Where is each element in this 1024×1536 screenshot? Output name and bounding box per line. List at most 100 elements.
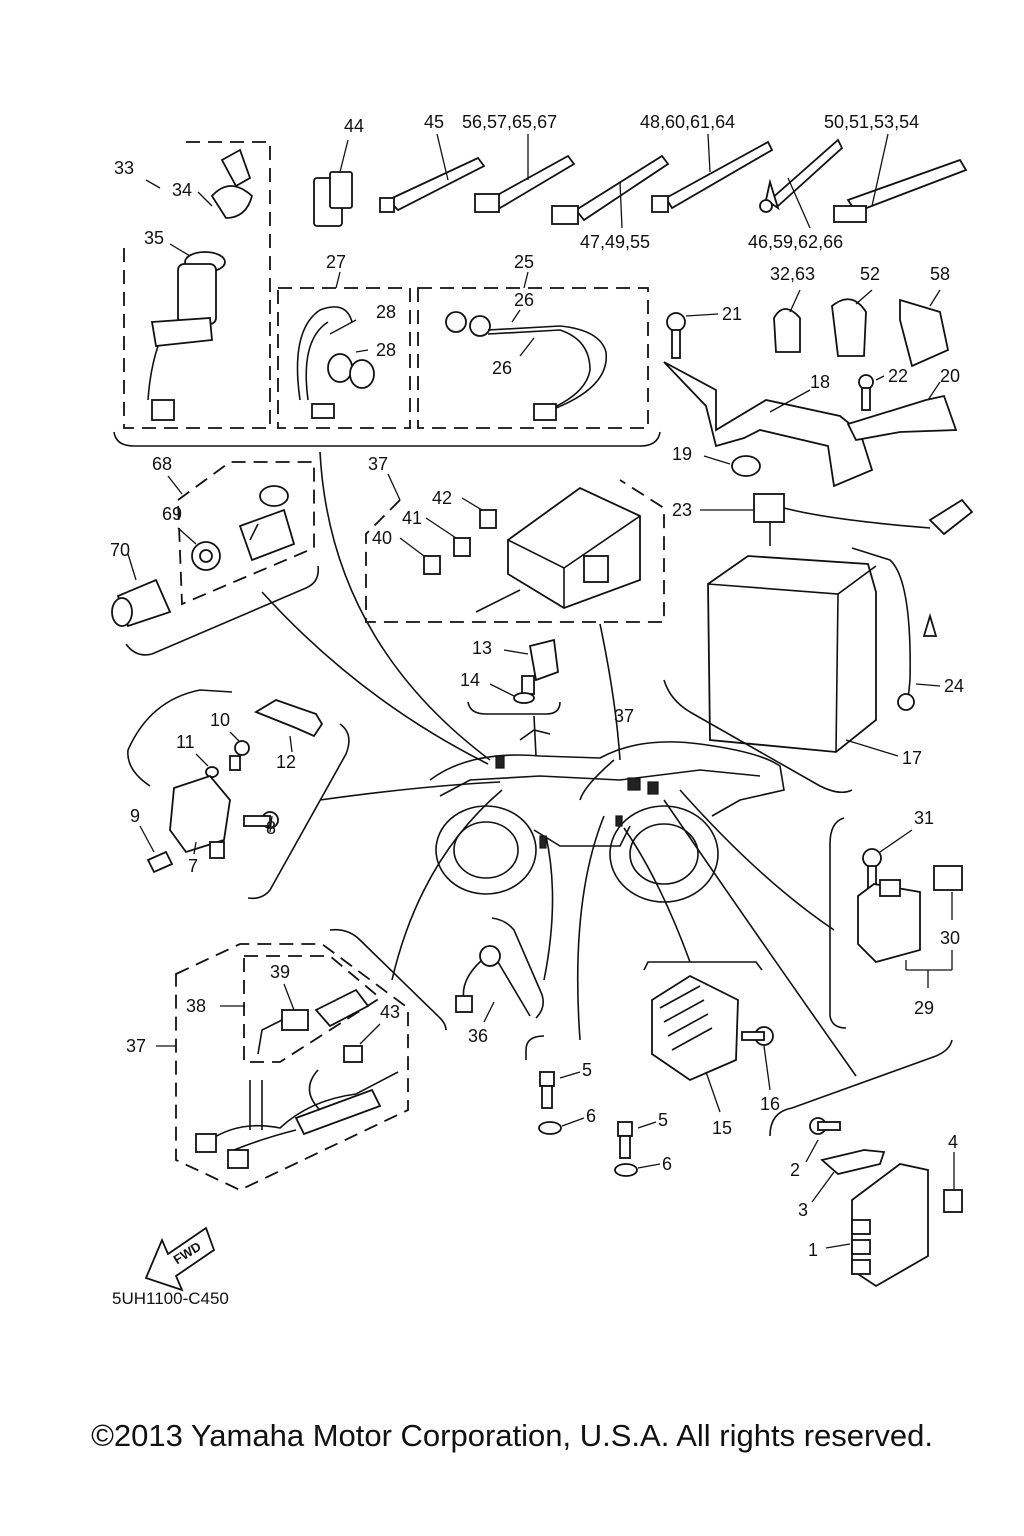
part-47-49-55-cable-tie xyxy=(551,154,670,229)
part-45-cable-tie xyxy=(379,133,486,213)
part-25-wire-lead xyxy=(445,309,608,421)
callout-5b: 5 xyxy=(658,1110,668,1130)
callout-30: 30 xyxy=(940,928,960,948)
callout-47-49-55: 47,49,55 xyxy=(580,232,650,252)
callout-36: 36 xyxy=(468,1026,488,1046)
part-50-51-53-54-clamp xyxy=(833,133,968,223)
part-46-59-62-66-clamp xyxy=(759,138,844,229)
callout-37a: 37 xyxy=(368,454,388,474)
callout-38: 38 xyxy=(186,996,206,1016)
part-37-fuse-box-body xyxy=(475,486,641,613)
callout-9: 9 xyxy=(130,806,140,826)
bracket-13-group xyxy=(467,701,561,715)
fwd-arrow-icon: FWD xyxy=(144,1226,216,1292)
callout-48-60-61-64: 48,60,61,64 xyxy=(640,112,735,132)
callout-37b: 37 xyxy=(614,706,634,726)
part-13-switch xyxy=(503,638,559,695)
part-6-washer-right xyxy=(614,1163,661,1177)
callout-32-63: 32,63 xyxy=(770,264,815,284)
group-38-lead-box xyxy=(220,955,382,1063)
part-32-63-clip xyxy=(773,289,801,353)
part-29-starter-relay xyxy=(857,879,953,988)
callout-11: 11 xyxy=(176,732,195,752)
callout-33: 33 xyxy=(114,158,134,178)
callout-44: 44 xyxy=(344,116,364,136)
callout-13: 13 xyxy=(472,638,492,658)
copyright-notice: ©2013 Yamaha Motor Corporation, U.S.A. A… xyxy=(91,1418,933,1453)
callout-70: 70 xyxy=(110,540,130,560)
callout-42: 42 xyxy=(432,488,452,508)
part-68-socket xyxy=(238,485,296,562)
callout-19: 19 xyxy=(672,444,692,464)
part-36-sensor xyxy=(455,945,531,1023)
callout-23: 23 xyxy=(672,500,692,520)
bracket-68-group xyxy=(125,565,320,656)
callout-41: 41 xyxy=(402,508,422,528)
callout-7: 7 xyxy=(188,856,198,876)
callout-34: 34 xyxy=(172,180,192,200)
part-69-nut xyxy=(177,527,221,571)
callout-40: 40 xyxy=(372,528,392,548)
part-5-bolt-left xyxy=(539,1071,581,1109)
part-39-fuse-holder xyxy=(257,983,370,1055)
group-27-lead-box xyxy=(277,271,411,429)
callout-39: 39 xyxy=(270,962,290,982)
part-1-cdi-unit xyxy=(825,1163,929,1288)
callout-35: 35 xyxy=(144,228,164,248)
part-22-bolt xyxy=(858,374,885,411)
callout-24: 24 xyxy=(944,676,964,696)
group-37-lower-box xyxy=(156,943,409,1191)
part-7-ignition-coil xyxy=(169,774,231,859)
callout-68: 68 xyxy=(152,454,172,474)
part-2-bolt xyxy=(805,1117,841,1163)
part-42-fuse xyxy=(461,497,497,529)
part-16-bolt xyxy=(741,1026,774,1091)
callout-6a: 6 xyxy=(586,1106,596,1126)
callout-58: 58 xyxy=(930,264,950,284)
bracket-relay-group xyxy=(829,817,847,1029)
callout-22: 22 xyxy=(888,366,908,386)
part-4-damper xyxy=(943,1152,963,1213)
part-43-fuse xyxy=(343,1023,381,1063)
part-15-rectifier-regulator xyxy=(651,974,739,1113)
callout-28a: 28 xyxy=(376,302,396,322)
atv-outline xyxy=(429,729,785,903)
callout-18: 18 xyxy=(810,372,830,392)
part-14-gasket xyxy=(489,683,535,704)
callout-8: 8 xyxy=(266,818,276,838)
group-37-fuse-box xyxy=(365,473,665,623)
group-25-wire-harness-box xyxy=(417,271,649,429)
callout-1: 1 xyxy=(808,1240,818,1260)
part-20-plate xyxy=(846,381,958,442)
callout-20: 20 xyxy=(940,366,960,386)
callout-31: 31 xyxy=(914,808,934,828)
part-34-key xyxy=(197,148,254,219)
part-19-grommet xyxy=(703,455,761,477)
callout-26a: 26 xyxy=(514,290,534,310)
callout-21: 21 xyxy=(722,304,742,324)
part-21-bolt xyxy=(666,312,719,359)
part-58-clip xyxy=(899,289,950,368)
part-5-bolt-right xyxy=(617,1121,657,1159)
callout-15: 15 xyxy=(712,1118,732,1138)
part-10-bolt xyxy=(229,731,250,771)
group-68-socket-box xyxy=(167,461,315,606)
callout-25: 25 xyxy=(514,252,534,272)
part-8-bolt xyxy=(243,811,279,833)
callout-10: 10 xyxy=(210,710,230,730)
part-24-battery-lead xyxy=(851,547,941,711)
callout-12: 12 xyxy=(276,752,296,772)
part-18-battery-band-bracket xyxy=(663,361,874,488)
callout-3: 3 xyxy=(798,1200,808,1220)
callout-28b: 28 xyxy=(376,340,396,360)
part-30-fuse xyxy=(933,865,963,920)
callout-labels: 44 45 56,57,65,67 48,60,61,64 50,51,53,5… xyxy=(110,112,964,1308)
part-23-fuse-holder xyxy=(700,493,974,546)
bracket-coil-group xyxy=(247,723,350,900)
part-52-clip xyxy=(831,289,873,357)
part-56-57-65-67-cable-tie xyxy=(474,134,576,213)
part-11-washer xyxy=(195,753,219,778)
callout-50-51-53-54: 50,51,53,54 xyxy=(824,112,919,132)
connector-lines xyxy=(261,451,857,1077)
